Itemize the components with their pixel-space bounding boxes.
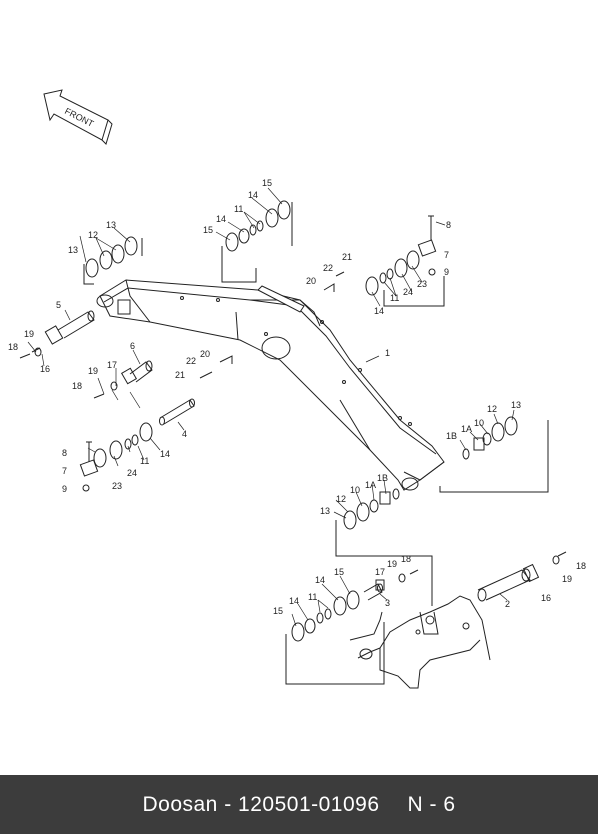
callout-8a: 8 [446,220,451,230]
footer-separator: - [224,792,232,816]
callout-11d: 11 [308,592,317,602]
callout-14a: 14 [216,214,226,224]
callout-15c: 15 [334,567,344,577]
boom-body [96,279,445,491]
callout-5: 5 [56,300,61,310]
callout-18d: 18 [576,561,586,571]
footer-page-ref: N - 6 [407,792,456,816]
callout-2: 2 [505,599,510,609]
washer-stack-top-center [225,200,291,252]
footer-part-number: 120501-01096 [238,792,380,816]
callout-19b: 19 [88,366,98,376]
bolt-hardware [19,215,567,583]
callout-14e: 14 [315,575,325,585]
callout-22b: 22 [186,356,196,366]
washer-stack-right-middle [462,416,518,460]
callout-9b: 9 [62,484,67,494]
exploded-view-drawing: FRONT [8,89,586,689]
arm-head [349,595,491,689]
callout-labels: 1 2 3 4 5 6 7 7 8 8 9 9 10 10 11 11 11 1… [8,178,586,616]
callout-14c: 14 [374,306,384,316]
callout-23b: 23 [112,481,122,491]
pin-2 [477,563,540,602]
footer-part-reference: Doosan - 120501-01096 [142,793,379,817]
bracket-boxes [83,202,549,685]
callout-18a: 18 [8,342,18,352]
callout-13a: 13 [68,245,78,255]
washer-stack-left-lower [79,422,153,477]
callout-12a: 12 [88,230,98,240]
washer-stack-top-left [85,236,138,278]
pin-4 [159,398,195,426]
callout-13b: 13 [106,220,116,230]
callout-12b: 12 [487,404,497,414]
footer-brand: Doosan [142,792,218,816]
pin-5 [44,310,95,345]
callout-11a: 11 [234,204,243,214]
callout-13d: 13 [320,506,330,516]
front-arrow: FRONT [43,89,113,145]
callout-19c: 19 [387,559,397,569]
callout-17a: 17 [107,360,117,370]
callout-20a: 20 [306,276,316,286]
callout-6: 6 [130,341,135,351]
callout-17b: 17 [375,567,385,577]
callout-11c: 11 [140,456,149,466]
callout-16b: 16 [541,593,551,603]
callout-3: 3 [385,598,390,608]
callout-15d: 15 [273,606,283,616]
callout-21b: 21 [175,370,185,380]
callout-16a: 16 [40,364,50,374]
callout-14d: 14 [160,449,170,459]
callout-22a: 22 [323,263,333,273]
callout-4: 4 [182,429,187,439]
washer-stack-bottom [291,590,360,642]
leader-lines [27,187,515,627]
footer-bar: Doosan - 120501-01096 N - 6 [0,775,598,834]
callout-1A-b: 1A [365,480,376,490]
callout-1B-b: 1B [377,473,388,483]
callout-1A-a: 1A [461,424,472,434]
callout-7a: 7 [444,250,449,260]
callout-19d: 19 [562,574,572,584]
callout-24b: 24 [127,468,137,478]
pin-6 [120,360,153,385]
pin-3 [363,579,385,601]
callout-15b: 15 [203,225,213,235]
callout-14b: 14 [248,190,258,200]
washer-stack-center-lower [343,488,400,530]
callout-1: 1 [385,348,390,358]
callout-14f: 14 [289,596,299,606]
callout-23a: 23 [417,279,427,289]
callout-1B-a: 1B [446,431,457,441]
callout-10a: 10 [474,418,484,428]
callout-18b: 18 [72,381,82,391]
callout-15a: 15 [262,178,272,188]
callout-21a: 21 [342,252,352,262]
washer-stack-right-upper [365,239,437,296]
callout-12c: 12 [336,494,346,504]
callout-10b: 10 [350,485,360,495]
callout-19a: 19 [24,329,34,339]
callout-11b: 11 [390,293,399,303]
callout-20b: 20 [200,349,210,359]
callout-9a: 9 [444,267,449,277]
callout-24a: 24 [403,287,413,297]
callout-13c: 13 [511,400,521,410]
callout-18c: 18 [401,554,411,564]
callout-8b: 8 [62,448,67,458]
callout-7b: 7 [62,466,67,476]
